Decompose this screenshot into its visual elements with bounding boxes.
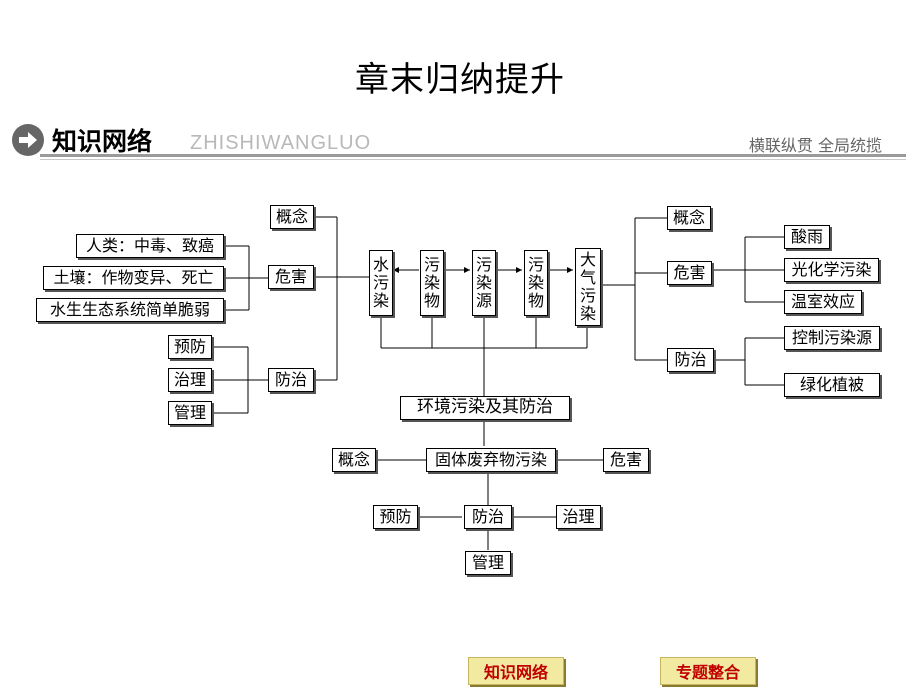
nav-topic-integration-button[interactable]: 专题整合 xyxy=(660,657,756,685)
pollution-source-label: 污染源 xyxy=(476,255,493,310)
water-harm-item-2: 土壤：作物变异、死亡 xyxy=(43,266,224,290)
water-harm-item-1: 人类：中毒、致癌 xyxy=(76,234,224,258)
air-control-box: 防治 xyxy=(667,348,714,372)
air-control-item-1: 控制污染源 xyxy=(784,326,880,350)
solid-harm-box: 危害 xyxy=(603,448,649,472)
air-pollution-label: 大气污染 xyxy=(580,250,597,323)
page-title: 章末归纳提升 xyxy=(355,60,565,100)
water-concept-box: 概念 xyxy=(270,205,314,229)
pollutant-box-left: 污染物 xyxy=(420,250,444,316)
solid-control-item-3: 管理 xyxy=(465,551,511,575)
air-harm-item-2: 光化学污染 xyxy=(784,258,879,282)
section-title: 知识网络 xyxy=(52,127,153,156)
solid-control-item-2: 治理 xyxy=(556,505,601,529)
air-concept-box: 概念 xyxy=(667,206,711,230)
water-harm-box: 危害 xyxy=(268,265,314,289)
water-harm-item-3: 水生生态系统简单脆弱 xyxy=(36,298,224,322)
air-pollution-box: 大气污染 xyxy=(575,248,601,326)
section-divider-thin xyxy=(40,159,906,160)
water-pollution-label: 水污染 xyxy=(373,255,390,310)
solid-concept-box: 概念 xyxy=(332,448,376,472)
air-harm-item-1: 酸雨 xyxy=(784,225,830,249)
water-pollution-box: 水污染 xyxy=(369,250,393,316)
air-harm-item-3: 温室效应 xyxy=(784,290,862,314)
hub-box: 环境污染及其防治 xyxy=(400,396,570,420)
pollutant-left-label: 污染物 xyxy=(424,255,441,310)
air-harm-box: 危害 xyxy=(667,261,712,285)
solid-waste-box: 固体废弃物污染 xyxy=(426,448,556,472)
nav-knowledge-network-button[interactable]: 知识网络 xyxy=(468,657,564,685)
water-control-item-1: 预防 xyxy=(168,335,212,359)
pollution-source-box: 污染源 xyxy=(472,250,496,316)
pollutant-box-right: 污染物 xyxy=(524,250,548,316)
solid-control-box: 防治 xyxy=(464,505,512,529)
water-control-item-3: 管理 xyxy=(168,401,212,425)
section-header: 知识网络 ZHISHIWANGLUO 横联纵贯 全局统揽 xyxy=(0,116,920,162)
air-control-item-2: 绿化植被 xyxy=(784,373,880,397)
pollutant-right-label: 污染物 xyxy=(528,255,545,310)
section-divider xyxy=(40,154,906,157)
solid-control-item-1: 预防 xyxy=(373,505,418,529)
section-slogan: 横联纵贯 全局统揽 xyxy=(748,136,882,155)
water-control-item-2: 治理 xyxy=(168,368,212,392)
section-pinyin: ZHISHIWANGLUO xyxy=(190,132,372,154)
water-control-box: 防治 xyxy=(268,368,314,392)
arrow-right-icon xyxy=(12,124,44,156)
